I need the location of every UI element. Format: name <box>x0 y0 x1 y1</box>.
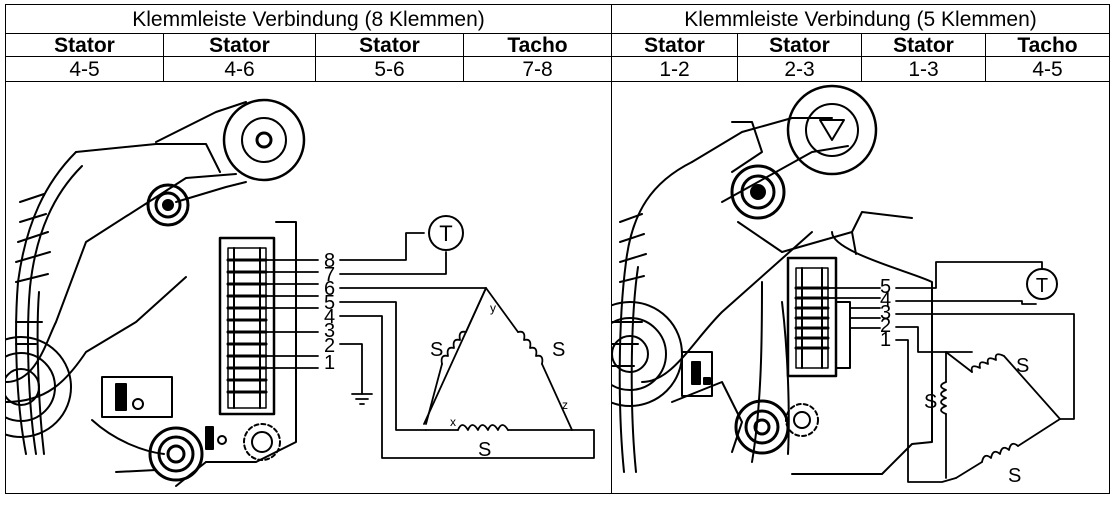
left-mount-hole-lower <box>148 426 204 482</box>
left-terminal-4: 4 <box>324 306 335 328</box>
left-terminal-2: 2 <box>324 335 335 357</box>
right-header-1: Stator <box>611 33 738 57</box>
right-terminal-block <box>786 256 851 378</box>
left-shaft-circle <box>6 336 72 438</box>
left-belt-pulley-top <box>222 98 306 182</box>
right-tacho-symbol-label: T <box>1036 275 1048 297</box>
right-motor-diagram-cell: 5 4 3 2 1 T <box>611 81 1110 494</box>
right-header-4: Tacho <box>985 33 1110 57</box>
left-terminal-8: 8 <box>324 250 335 272</box>
right-terminal-1: 1 <box>880 329 891 351</box>
left-terminal-block <box>218 236 276 416</box>
right-section-title: Klemmleiste Verbindung (5 Klemmen) <box>611 4 1110 34</box>
left-delta-winding <box>425 287 573 431</box>
left-terminal-3: 3 <box>324 320 335 342</box>
left-motor-diagram-cell: 8 7 6 5 4 3 2 1 <box>5 81 612 494</box>
left-header-1: Stator <box>5 33 164 57</box>
right-winding-label-2: S <box>924 391 937 413</box>
right-delta-winding <box>940 351 1061 479</box>
left-small-parts <box>101 376 227 450</box>
left-motor-diagram: 8 7 6 5 4 3 2 1 <box>6 98 595 487</box>
left-terminal-6: 6 <box>324 278 335 300</box>
left-header-3: Stator <box>315 33 464 57</box>
left-terminal-1: 1 <box>324 352 335 374</box>
right-winding-label-3: S <box>1008 465 1021 487</box>
right-header-2: Stator <box>737 33 862 57</box>
left-winding-label-1: S <box>430 339 443 361</box>
right-tacho-symbol-circle <box>1026 268 1058 300</box>
right-header-3: Stator <box>861 33 986 57</box>
left-value-4: 7-8 <box>463 56 612 82</box>
left-tacho-symbol-circle <box>428 215 464 251</box>
left-terminal-5: 5 <box>324 292 335 314</box>
right-mount-hole-lower <box>734 399 790 455</box>
left-value-1: 4-5 <box>5 56 164 82</box>
left-value-3: 5-6 <box>315 56 464 82</box>
right-terminal-5: 5 <box>880 276 891 298</box>
left-terminal-leads <box>265 259 319 369</box>
right-belt-pulley-top <box>786 84 878 176</box>
left-winding-label-3: S <box>478 439 491 461</box>
terminal-connection-table: Klemmleiste Verbindung (8 Klemmen) Klemm… <box>5 4 1110 494</box>
right-dashed-circle <box>785 403 819 437</box>
left-dashed-circle <box>243 423 281 461</box>
left-node-label-z: z <box>562 398 568 412</box>
right-value-3: 1-3 <box>861 56 986 82</box>
right-value-4: 4-5 <box>985 56 1110 82</box>
left-terminal-7: 7 <box>324 264 335 286</box>
left-node-label-x: x <box>450 415 456 429</box>
right-winding-label-1: S <box>1016 355 1029 377</box>
right-value-1: 1-2 <box>611 56 738 82</box>
right-motor-housing <box>612 117 933 475</box>
left-header-2: Stator <box>163 33 316 57</box>
right-terminal-2: 2 <box>880 315 891 337</box>
right-terminal-3: 3 <box>880 302 891 324</box>
right-motor-diagram: 5 4 3 2 1 T <box>612 84 1075 487</box>
left-winding-label-2: S <box>552 339 565 361</box>
right-shaft-circle <box>612 301 683 407</box>
right-small-parts <box>681 351 713 397</box>
left-node-label-y: y <box>490 301 496 315</box>
left-mount-hole-upper <box>146 183 190 227</box>
left-section-title: Klemmleiste Verbindung (8 Klemmen) <box>5 4 612 34</box>
right-terminal-4: 4 <box>880 289 891 311</box>
left-value-2: 4-6 <box>163 56 316 82</box>
right-wiring <box>895 261 1075 483</box>
right-terminal-leads <box>827 287 881 329</box>
left-tacho-symbol-label: T <box>439 221 452 246</box>
right-value-2: 2-3 <box>737 56 862 82</box>
left-header-4: Tacho <box>463 33 612 57</box>
right-mount-hole-upper <box>730 164 786 220</box>
